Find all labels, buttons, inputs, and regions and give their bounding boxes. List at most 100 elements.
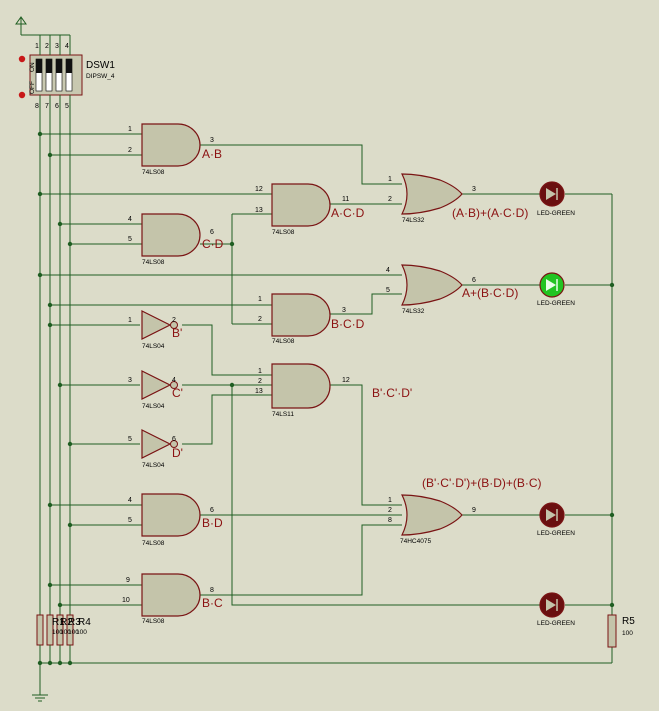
gate-u1-pin-in1: 1 (128, 126, 132, 133)
gate-u2-pin-out: 11 (342, 196, 349, 203)
gate-u6-part: 74LS08 (272, 338, 295, 345)
gate-u4-part: 74LS32 (402, 217, 425, 224)
dip-switch-part: DIPSW_4 (86, 73, 115, 80)
dip-pin-1: 1 (35, 43, 39, 50)
gate-u8-part: 74LS08 (142, 540, 165, 547)
gate-u5: 4 5 6 74LS32 A+(B·C·D) (386, 264, 518, 315)
led-1: LED-GREEN (537, 181, 575, 217)
gate-u3-pin-in1: 4 (128, 216, 132, 223)
gate-u7-pin-in2: 2 (258, 378, 262, 385)
resistor-value-r3: 100 (68, 629, 79, 636)
gate-u4-pin-out: 3 (472, 186, 476, 193)
gate-u10-pin-in2: 10 (122, 597, 130, 604)
resistor-value-r1: 100 (52, 629, 63, 636)
gate-u6-pin-in1: 1 (258, 296, 262, 303)
inverter-n2-expr: C' (172, 386, 183, 400)
gate-u5-pin-out: 6 (472, 277, 476, 284)
gate-u4-expr: (A·B)+(A·C·D) (452, 206, 528, 220)
gate-u2-part: 74LS08 (272, 229, 295, 236)
pulldown-resistors: R1 R2 R3 R4 100 100 100 100 (36, 614, 91, 663)
gate-u5-pin-in2: 5 (386, 287, 390, 294)
interconnect-wires (182, 144, 613, 663)
resistor-label-r2: R2 (60, 617, 73, 628)
gate-u4: 1 2 3 74LS32 (A·B)+(A·C·D) (388, 173, 528, 224)
gate-u4-pin-in1: 1 (388, 176, 392, 183)
gate-u1-pin-out: 3 (210, 137, 214, 144)
gate-u3-expr: C·D (202, 237, 224, 251)
inverter-n2: 3 4 74LS04 C' (128, 370, 183, 410)
gate-u7-pin-out: 12 (342, 377, 350, 384)
resistor-value-r4: 100 (76, 629, 87, 636)
gate-u10-pin-in1: 9 (126, 577, 130, 584)
led-4: LED-GREEN (537, 592, 575, 627)
gate-u8-pin-in2: 5 (128, 517, 132, 524)
dip-pin-4: 4 (65, 43, 69, 50)
gate-u5-pin-in1: 4 (386, 267, 390, 274)
gate-u3-pin-in2: 5 (128, 236, 132, 243)
gate-u3-pin-out: 6 (210, 229, 214, 236)
dip-switch-ref: DSW1 (86, 60, 115, 71)
gate-u2-pin-in1: 12 (255, 186, 263, 193)
power-terminal-icon (15, 16, 70, 36)
switch-off-indicator (18, 91, 26, 99)
inverter-n3: 5 6 74LS04 D' (128, 429, 183, 469)
resistor-label-r1: R1 (52, 617, 65, 628)
gate-u6-pin-in2: 2 (258, 316, 262, 323)
gate-u7-part: 74LS11 (272, 411, 294, 418)
switch-on-indicator (18, 55, 26, 63)
gate-u3: 4 5 6 74LS08 C·D (128, 213, 224, 266)
gate-u10: 9 10 8 74LS08 B·C (122, 573, 223, 625)
gate-u6-expr: B·C·D (331, 317, 365, 331)
led-3-label: LED-GREEN (537, 530, 575, 537)
gate-u9-expr: (B'·C'·D')+(B·D)+(B·C) (422, 476, 542, 490)
inverter-n3-pin-out: 6 (172, 436, 176, 443)
gate-u10-expr: B·C (202, 596, 223, 610)
inverter-n3-pin-in: 5 (128, 436, 132, 443)
resistor-r5-value: 100 (622, 630, 633, 637)
gate-u10-part: 74LS08 (142, 618, 165, 625)
gate-u7-pin-in1: 1 (258, 368, 262, 375)
gate-u7-pin-in3: 13 (255, 388, 263, 395)
dip-pin-3: 3 (55, 43, 59, 50)
gate-u8: 4 5 6 74LS08 B·D (128, 493, 223, 547)
gate-u10-pin-out: 8 (210, 587, 214, 594)
inverter-n1: 1 2 74LS04 B' (128, 310, 182, 350)
gate-u3-part: 74LS08 (142, 259, 165, 266)
dip-off-mark: OFF (29, 81, 36, 94)
inverter-n1-pin-in: 1 (128, 317, 132, 324)
gate-u1: 1 2 3 74LS08 A·B (128, 123, 222, 176)
resistor-label-r4: R4 (78, 617, 91, 628)
input-wires (40, 133, 402, 606)
gate-u9: 1 2 8 9 74HC4075 (B'·C'·D')+(B·D)+(B·C) (388, 476, 542, 545)
gate-u9-pin-in3: 8 (388, 517, 392, 524)
dip-switch: ON OFF DSW1 DIPSW_4 1 2 3 4 8 7 6 5 (18, 43, 115, 110)
inverter-n1-expr: B' (172, 326, 182, 340)
ground-bus (32, 662, 612, 702)
gate-u9-pin-in1: 1 (388, 497, 392, 504)
gate-u2-pin-in2: 13 (255, 207, 263, 214)
resistor-label-r3: R3 (68, 617, 81, 628)
led-4-label: LED-GREEN (537, 620, 575, 627)
gate-u7: 1 2 13 12 74LS11 B'·C'·D' (255, 363, 412, 418)
gate-u2: 12 13 11 74LS08 A·C·D (255, 183, 365, 236)
gate-u7-expr: B'·C'·D' (372, 386, 412, 400)
gate-u8-pin-out: 6 (210, 507, 214, 514)
inverter-n3-part: 74LS04 (142, 462, 165, 469)
gate-u1-expr: A·B (202, 147, 222, 161)
gate-u1-part: 74LS08 (142, 169, 165, 176)
resistor-r5-ref: R5 (622, 616, 635, 627)
gate-u5-part: 74LS32 (402, 308, 425, 315)
gate-u1-pin-in2: 2 (128, 147, 132, 154)
gate-u8-pin-in1: 4 (128, 497, 132, 504)
gate-u8-expr: B·D (202, 516, 223, 530)
dip-on-mark: ON (29, 62, 36, 72)
inverter-n1-pin-out: 2 (172, 317, 176, 324)
gate-u6-pin-out: 3 (342, 307, 346, 314)
gate-u9-pin-out: 9 (472, 507, 476, 514)
resistor-r5: R5 100 (607, 614, 635, 648)
led-3: LED-GREEN (537, 502, 575, 537)
led-1-label: LED-GREEN (537, 210, 575, 217)
dip-pin-6: 6 (55, 103, 59, 110)
dip-pin-8: 8 (35, 103, 39, 110)
